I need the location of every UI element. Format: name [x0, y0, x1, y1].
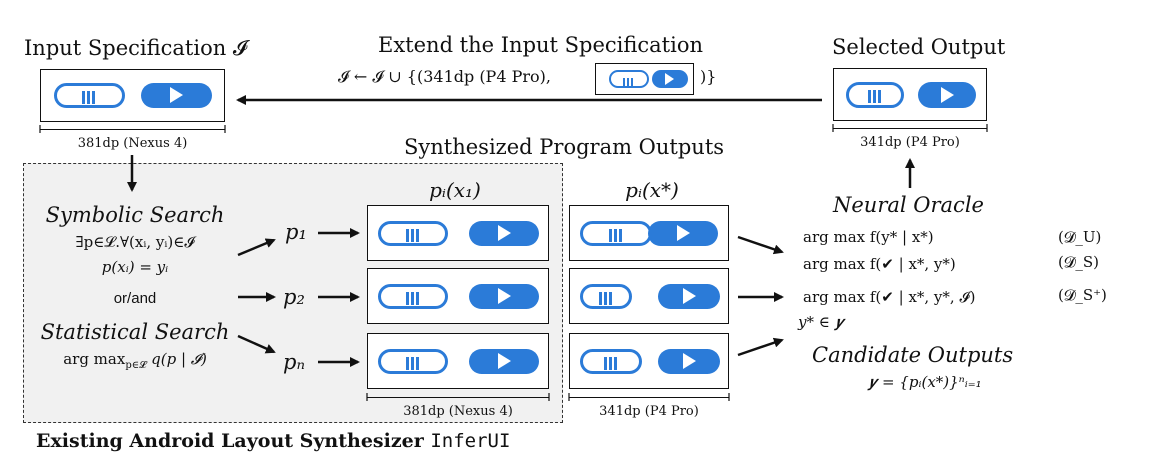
input-spec-dim-label: 381dp (Nexus 4) [77, 136, 188, 151]
input-spec-title: Input Specification 𝓘 [24, 36, 248, 60]
candidate-outputs-title: Candidate Outputs [812, 343, 1014, 367]
synthesizer-footer: Existing Android Layout Synthesizer Infe… [36, 430, 510, 452]
play-button [658, 284, 720, 309]
selected-output-dimension-line [833, 128, 987, 129]
statistical-rest: q(p | 𝓘) [146, 350, 207, 368]
play-button [918, 82, 976, 108]
extend-formula-prefix: 𝓘 ← 𝓘 ∪ {(341dp (P4 Pro), [338, 67, 551, 86]
oracle-line-2: arg max f(✔ | x*, y*) [803, 255, 956, 273]
pause-button [54, 83, 125, 108]
statistical-formula: arg maxp∈𝓛 q(p | 𝓘) [30, 350, 240, 371]
statistical-argmax: arg max [63, 350, 126, 368]
symbolic-formula-1: ∃p∈𝓛.∀(xᵢ, yᵢ)∈𝓘 [75, 233, 195, 251]
col1-dimension-line [367, 397, 549, 398]
output-frame-xstar-2 [569, 268, 729, 324]
selected-output-dim-label: 341dp (P4 Pro) [860, 135, 960, 150]
pause-icon [406, 227, 421, 246]
output-frame-x1-2 [367, 268, 549, 324]
symbolic-formula-2: p(xᵢ) = yᵢ [101, 258, 169, 276]
program-label-1: p₁ [285, 220, 307, 244]
play-button [469, 221, 539, 246]
program-label-n: pₙ [283, 350, 305, 374]
col1-label: pᵢ(x₁) [429, 178, 481, 202]
play-icon [498, 353, 511, 369]
pause-button [378, 221, 448, 246]
pause-icon [604, 355, 619, 374]
program-label-2: p₂ [283, 285, 305, 309]
pause-icon [623, 73, 635, 92]
col2-label: pᵢ(x*) [625, 178, 679, 202]
synth-outputs-title: Synthesized Program Outputs [404, 135, 725, 159]
extend-title: Extend the Input Specification [378, 33, 703, 57]
play-button [141, 83, 212, 108]
col1-dim-label: 381dp (Nexus 4) [403, 404, 513, 419]
output-frame-x1-1 [367, 205, 549, 261]
play-icon [941, 87, 954, 103]
or-and-label: or/and [113, 290, 157, 307]
pause-button [580, 349, 642, 374]
oracle-dataset-3: (𝓓_S⁺) [1058, 286, 1107, 304]
output-frame-xstar-n [569, 333, 729, 389]
input-spec-frame [40, 69, 225, 122]
play-icon [498, 225, 511, 241]
pause-button [846, 82, 904, 108]
candidate-formula: 𝒚 = {pᵢ(x*)}ⁿᵢ₌₁ [868, 373, 982, 391]
play-icon [677, 225, 690, 241]
oracle-line-1: arg max f(y* | x*) [803, 228, 934, 246]
output-frame-xstar-1 [569, 205, 729, 261]
synthesizer-footer-tool: InferUI [430, 430, 511, 452]
pause-button-preview [609, 70, 649, 88]
search-to-p1-arrow [237, 238, 276, 257]
extend-formula-suffix: )} [700, 67, 717, 86]
xstar1-to-oracle-arrow [737, 235, 784, 255]
play-button-preview [652, 70, 688, 88]
dimension-ticks [39, 124, 988, 401]
symbolic-title: Symbolic Search [45, 203, 225, 227]
selected-output-frame [833, 68, 987, 121]
pause-icon [868, 88, 883, 107]
col2-dim-label: 341dp (P4 Pro) [599, 404, 699, 419]
pause-icon [82, 89, 97, 108]
synthesizer-footer-label: Existing Android Layout Synthesizer [36, 430, 431, 452]
play-icon [170, 87, 183, 103]
pause-icon [406, 355, 421, 374]
output-frame-x1-n [367, 333, 549, 389]
pause-button [378, 349, 448, 374]
oracle-dataset-2: (𝓓_S) [1058, 253, 1099, 271]
play-icon [683, 288, 696, 304]
oracle-line-3: arg max f(✔ | x*, y*, 𝓘) [803, 288, 976, 306]
oracle-dataset-1: (𝓓_U) [1058, 228, 1102, 246]
neural-oracle-title: Neural Oracle [833, 193, 984, 217]
extend-ui-preview [595, 63, 694, 95]
play-button [469, 349, 539, 374]
play-button [658, 349, 720, 374]
pause-button [580, 284, 632, 309]
pause-icon [406, 290, 421, 309]
statistical-title: Statistical Search [40, 320, 230, 344]
pause-icon [609, 227, 624, 246]
play-button [648, 221, 718, 246]
play-icon [683, 353, 696, 369]
pause-button [378, 284, 448, 309]
pause-icon [599, 290, 614, 309]
col2-dimension-line [569, 397, 729, 398]
oracle-membership: y* ∈ 𝒚 [798, 313, 844, 331]
play-icon [665, 73, 674, 85]
xstarn-to-oracle-arrow [737, 337, 784, 357]
play-icon [498, 288, 511, 304]
statistical-argmax-sub: p∈𝓛 [125, 360, 147, 371]
play-button [469, 284, 539, 309]
pause-button [580, 221, 652, 246]
selected-output-title: Selected Output [832, 35, 1006, 59]
input-spec-dimension-line [40, 129, 225, 130]
search-to-pn-arrow [237, 334, 276, 354]
